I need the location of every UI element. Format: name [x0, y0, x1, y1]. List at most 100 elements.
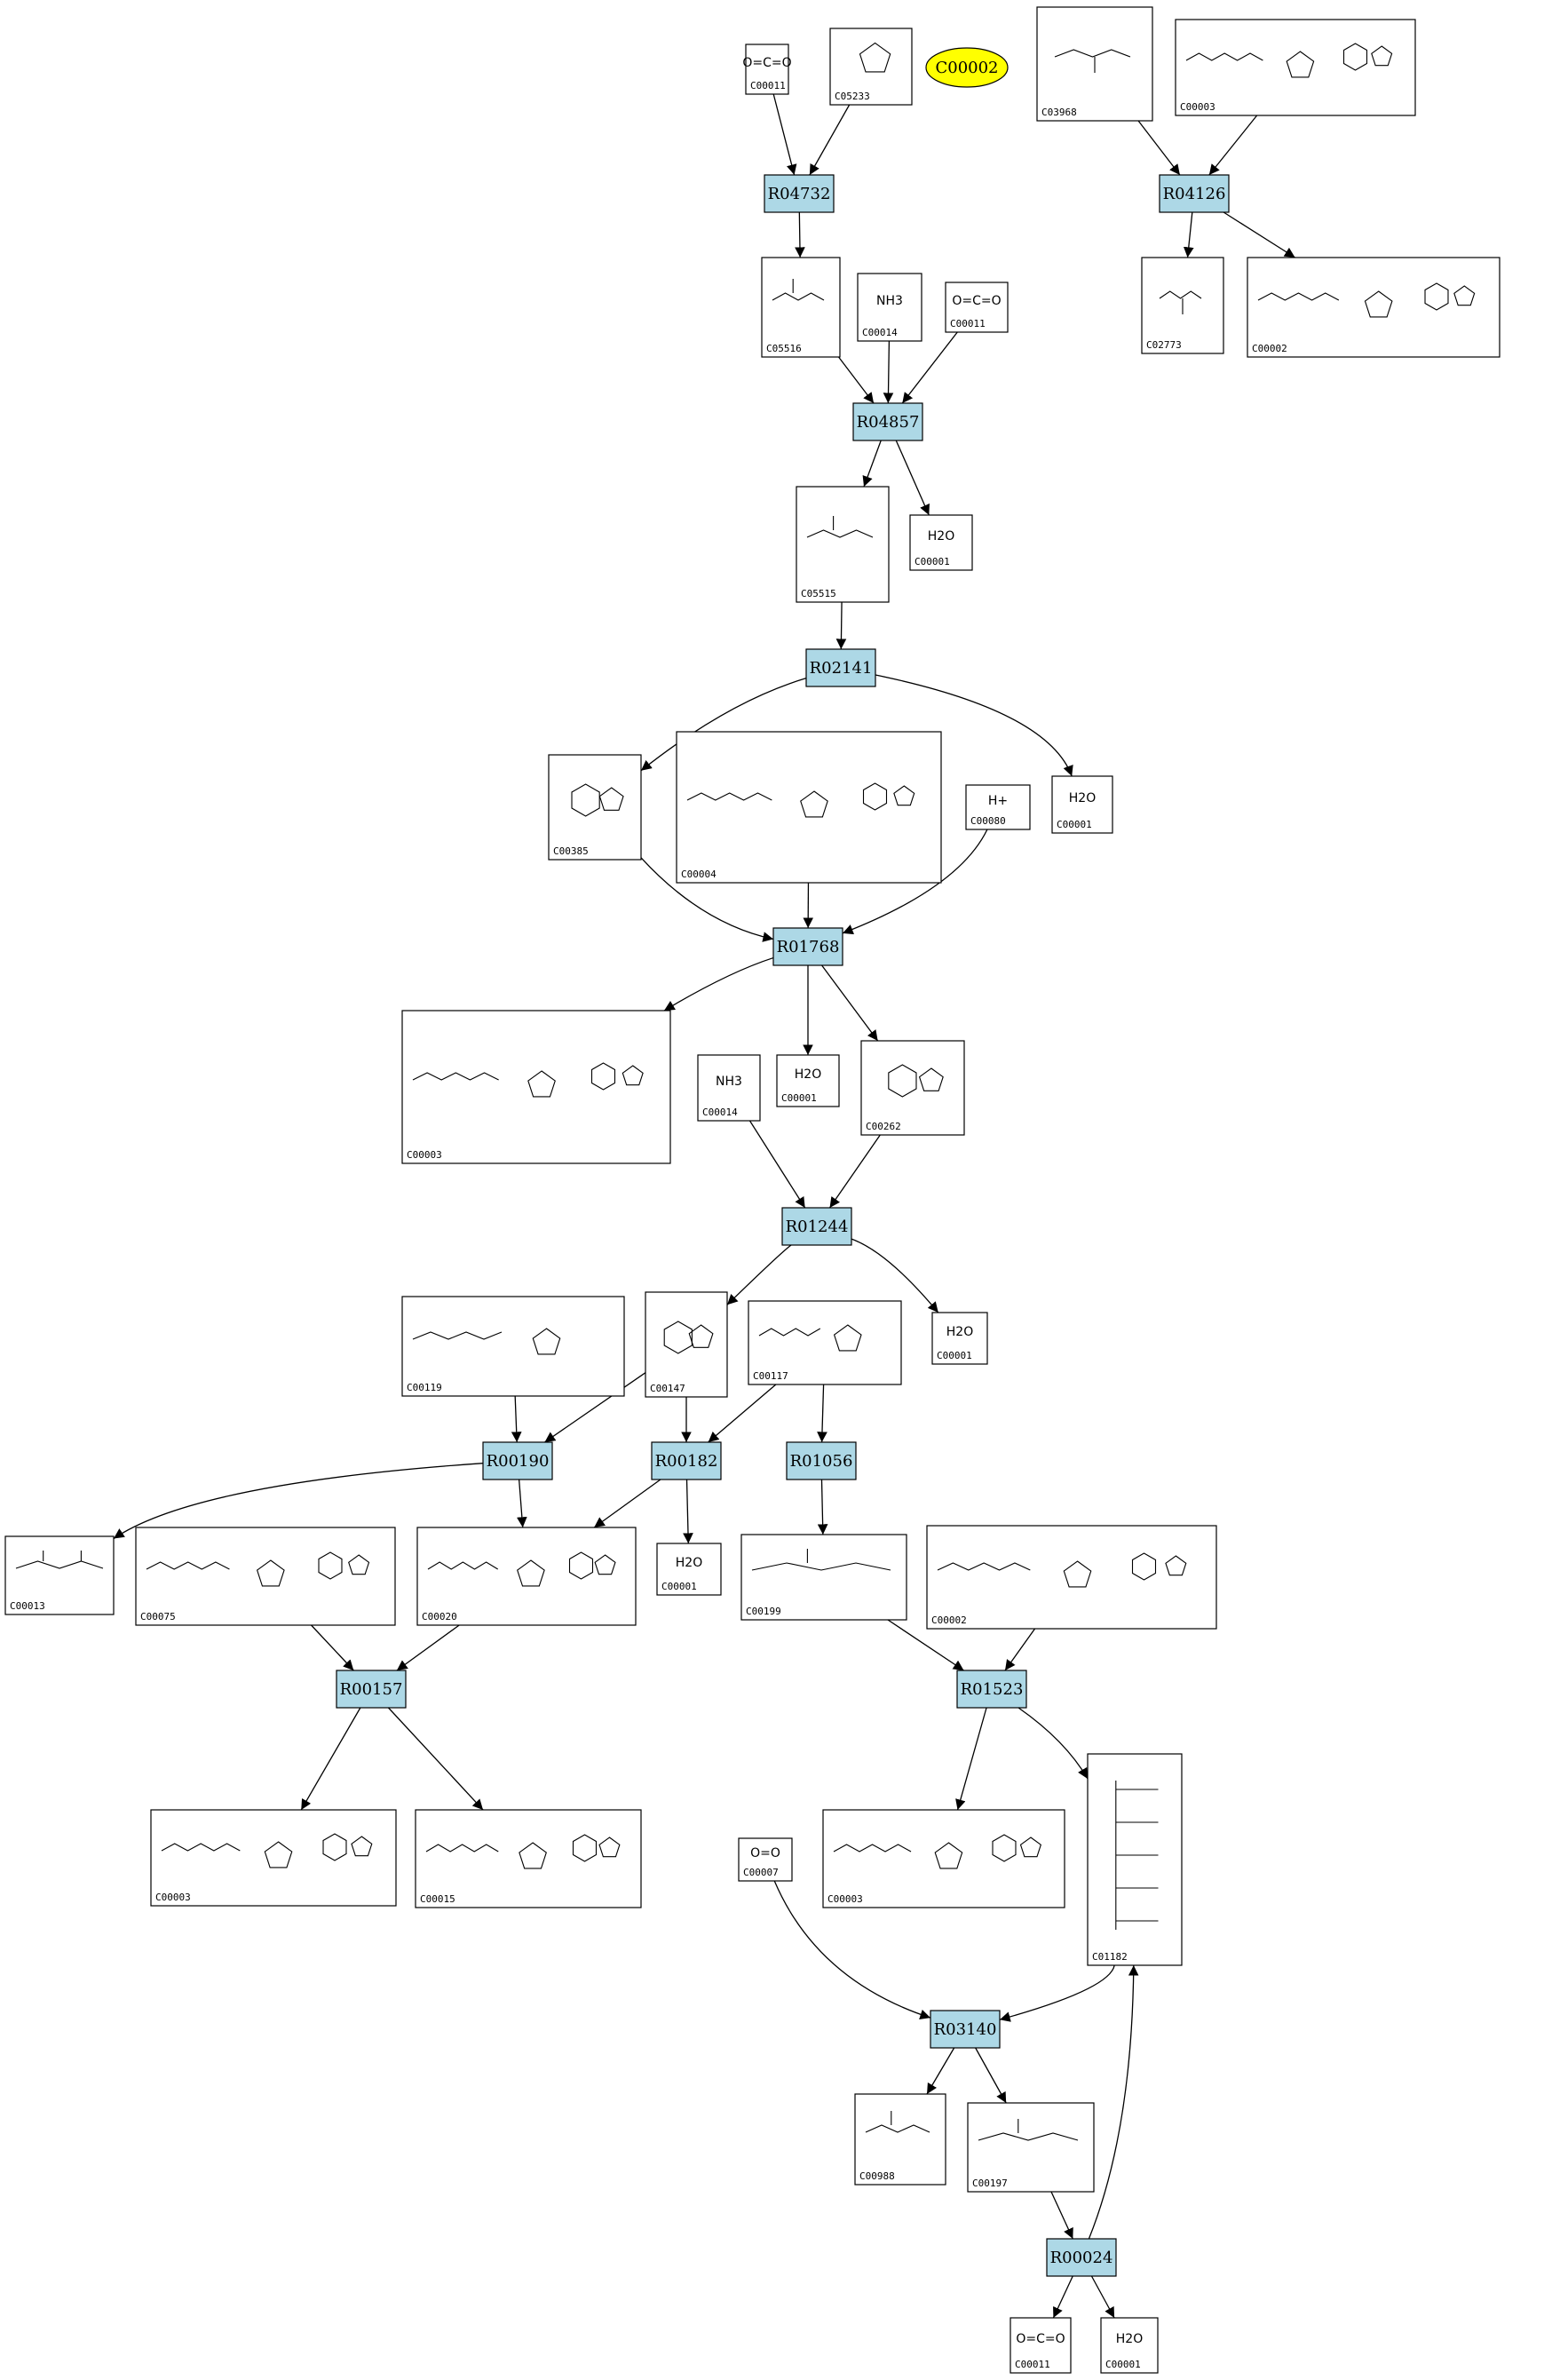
compound-C02773[interactable]: C02773	[1141, 257, 1224, 354]
structure-sketch	[15, 1551, 104, 1569]
compound-C00988[interactable]: C00988	[854, 2093, 946, 2186]
compound-formula: H2O	[946, 1325, 973, 1339]
compound-C00002[interactable]: C00002	[926, 1525, 1217, 1630]
reaction-label: R01244	[786, 1218, 849, 1236]
compound-C00119[interactable]: C00119	[401, 1296, 625, 1397]
reaction-label: R03140	[934, 2020, 997, 2039]
compound-C00080[interactable]: H+C00080	[965, 784, 1031, 830]
edge-R01523-c34	[1017, 1707, 1089, 1780]
compound-id: C00013	[10, 1600, 45, 1612]
compound-formula: H2O	[928, 529, 954, 543]
compound-id: C02773	[1146, 339, 1182, 351]
compound-id: C00003	[155, 1892, 191, 1903]
structure-sketch	[865, 2111, 930, 2133]
compound-C00199[interactable]: C00199	[740, 1534, 907, 1621]
compound-C05516[interactable]: C05516	[761, 257, 841, 358]
compound-C00015[interactable]: C00015	[415, 1809, 642, 1908]
compound-C00197[interactable]: C00197	[967, 2102, 1095, 2193]
reaction-R01523[interactable]: R01523	[956, 1670, 1027, 1709]
compound-id: C00385	[553, 845, 589, 857]
highlight-compound-oval[interactable]: C00002	[925, 47, 1009, 88]
structure-sketch	[1257, 282, 1476, 318]
compound-C00075[interactable]: C00075	[135, 1527, 396, 1626]
edge-R01523-c33	[955, 1707, 987, 1811]
compound-id: C00011	[750, 80, 786, 91]
structure-sketch	[686, 782, 915, 818]
compound-C01182[interactable]: C01182	[1087, 1753, 1183, 1966]
reaction-label: R00182	[655, 1452, 718, 1471]
compound-id: C00988	[859, 2170, 895, 2182]
edge-c10-R02141	[835, 601, 847, 650]
compound-C00020[interactable]: C00020	[416, 1527, 637, 1626]
compound-C00003[interactable]: C00003	[822, 1809, 1065, 1908]
edge-c25-R00157	[311, 1624, 354, 1671]
compound-id: C00014	[702, 1107, 738, 1118]
compound-C00147[interactable]: C00147	[645, 1291, 728, 1398]
compound-C00117[interactable]: C00117	[748, 1300, 902, 1385]
reaction-R00190[interactable]: R00190	[482, 1441, 553, 1480]
compound-C00004[interactable]: C00004	[676, 731, 942, 884]
compound-C03968[interactable]: C03968	[1036, 6, 1153, 122]
compound-id: C00014	[862, 327, 898, 338]
compound-formula: NH3	[876, 294, 903, 308]
compound-C05515[interactable]: C05515	[796, 486, 890, 603]
compound-C00003[interactable]: C00003	[401, 1010, 671, 1164]
edge-R03140-c35	[926, 2047, 955, 2095]
compound-id: C05516	[766, 343, 802, 354]
reaction-R04126[interactable]: R04126	[1159, 174, 1230, 213]
reaction-label: R01523	[961, 1680, 1024, 1699]
reaction-label: R04732	[768, 185, 831, 203]
compound-C00385[interactable]: C00385	[548, 754, 642, 861]
reaction-R01244[interactable]: R01244	[781, 1207, 852, 1246]
compound-id: C00002	[931, 1614, 967, 1626]
edge-c19-R01244	[829, 1134, 881, 1209]
compound-id: C00015	[420, 1893, 455, 1905]
reaction-R00182[interactable]: R00182	[651, 1441, 722, 1480]
reaction-R00157[interactable]: R00157	[336, 1670, 407, 1709]
compound-C00003[interactable]: C00003	[1175, 19, 1416, 116]
reaction-R02141[interactable]: R02141	[805, 648, 876, 687]
edge-R00190-c24	[113, 1463, 484, 1540]
compound-id: C05233	[835, 91, 870, 102]
edge-R00024-c37	[1052, 2275, 1073, 2319]
reaction-R04732[interactable]: R04732	[764, 174, 835, 213]
compound-id: C00011	[1015, 2359, 1050, 2370]
reaction-R00024[interactable]: R00024	[1046, 2238, 1117, 2277]
edge-c29-R01523	[1004, 1628, 1036, 1671]
reaction-R03140[interactable]: R03140	[930, 2010, 1001, 2049]
reaction-label: R00190	[487, 1452, 550, 1471]
edge-R00182-c27	[683, 1479, 693, 1544]
edge-c17-R01244	[748, 1120, 806, 1209]
reaction-R01056[interactable]: R01056	[786, 1441, 857, 1480]
structure-sketch	[1185, 43, 1393, 78]
edge-c5-R04857	[838, 356, 875, 404]
reaction-R04857[interactable]: R04857	[852, 402, 923, 441]
structure-sketch	[772, 279, 825, 301]
reaction-R01768[interactable]: R01768	[772, 927, 843, 966]
compound-id: C00001	[1057, 819, 1092, 830]
compound-C00262[interactable]: C00262	[860, 1040, 965, 1136]
compound-C00013[interactable]: C00013	[4, 1535, 115, 1615]
compound-C00003[interactable]: C00003	[150, 1809, 397, 1907]
compound-C05233[interactable]: C05233	[829, 28, 913, 106]
compound-formula: O=O	[750, 1846, 780, 1860]
edge-R01244-c23	[851, 1238, 939, 1313]
edge-c20-R00190	[511, 1395, 522, 1443]
structure-sketch	[161, 1833, 373, 1868]
compound-id: C00262	[866, 1121, 901, 1132]
edge-R02141-c15	[875, 674, 1073, 777]
compound-formula: H2O	[1116, 2332, 1143, 2346]
compound-C00002[interactable]: C00002	[1247, 257, 1500, 358]
